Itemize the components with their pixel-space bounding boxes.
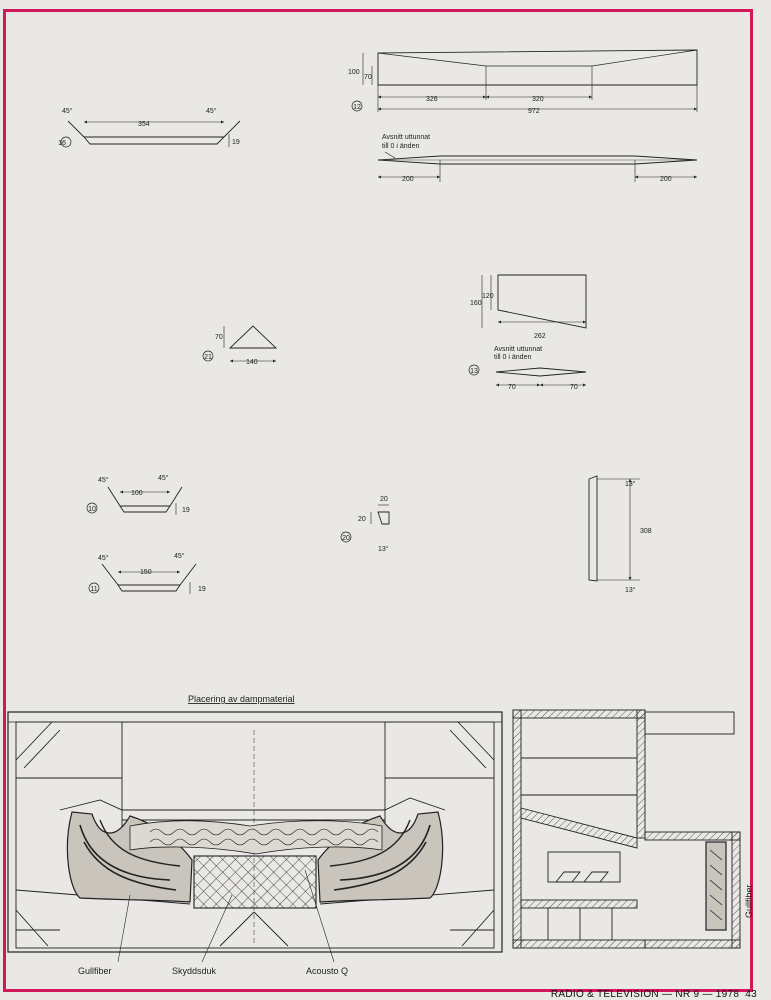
p13s-note-2: till 0 i änden (494, 354, 531, 361)
p12s-note-2: till 0 i änden (382, 143, 419, 150)
p12-total: 972 (528, 108, 540, 115)
part-10 (86, 486, 183, 515)
label-acousto: Acousto Q (306, 966, 348, 976)
p12s-left: 200 (402, 176, 414, 183)
p16-angle-left: 45° (62, 107, 73, 115)
p21-height: 70 (215, 334, 223, 341)
strip-308 (588, 475, 640, 582)
p11-length: 150 (140, 569, 152, 576)
p12-seg1: 326 (426, 96, 438, 103)
part-16 (60, 120, 241, 148)
footer-magazine: RADIO & TELEVISION — NR 9 — 1978 (550, 989, 740, 1000)
page-footer: RADIO & TELEVISION — NR 9 — 1978 43 (551, 989, 757, 1000)
p20-width: 20 (380, 496, 388, 503)
p11-angle-left: 45° (98, 554, 109, 562)
p10-angle-right: 45° (158, 474, 169, 482)
p20-height: 20 (358, 516, 366, 523)
part-13-section (495, 367, 587, 387)
p10-thickness: 19 (182, 507, 190, 514)
p11-thickness: 19 (198, 586, 206, 593)
part-12-section (377, 151, 698, 182)
p20-angle: 13° (378, 545, 389, 553)
p10-length: 100 (131, 490, 143, 497)
p16-number: 16 (58, 140, 66, 147)
side-section (512, 709, 741, 949)
p16-thickness: 19 (232, 139, 240, 146)
p21-width: 140 (246, 359, 258, 366)
p13-width: 262 (534, 333, 546, 340)
p12s-right: 200 (660, 176, 672, 183)
p21-number: 21 (204, 354, 212, 361)
p11-number: 11 (90, 586, 97, 593)
p10-angle-left: 45° (98, 476, 109, 484)
side-label-gullfiber: Gullfiber (744, 884, 754, 918)
page-frame (3, 9, 753, 992)
p10-number: 10 (88, 506, 96, 513)
strip-bottom-angle: 13° (625, 586, 636, 594)
part-21 (202, 325, 278, 363)
diagram-title: Placering av dampmaterial (188, 694, 295, 704)
p16-length: 354 (138, 121, 150, 128)
p12s-note-1: Avsnitt uttunnat (382, 134, 430, 141)
part-20 (340, 504, 390, 543)
p13s-right: 70 (570, 384, 578, 391)
label-gullfiber: Gullfiber (78, 966, 112, 976)
p12-h-inner: 70 (364, 74, 372, 81)
p20-number: 20 (342, 535, 350, 542)
p13s-left: 70 (508, 384, 516, 391)
p13-h-inner: 120 (482, 293, 494, 300)
part-13 (468, 274, 587, 376)
footer-page-number: 43 (745, 989, 757, 1000)
p13s-note-1: Avsnitt uttunnat (494, 346, 542, 353)
p13-h-total: 160 (470, 300, 482, 307)
p12-number: 12 (353, 104, 361, 111)
p16-angle-right: 45° (206, 107, 217, 115)
label-skyddsduk: Skyddsduk (172, 966, 217, 976)
strip-length: 308 (640, 528, 652, 535)
p12-h-total: 100 (348, 69, 360, 76)
damping-material (66, 811, 444, 963)
p12-seg2: 320 (532, 96, 544, 103)
p13-number: 13 (470, 368, 478, 375)
strip-top-angle: 13° (625, 480, 636, 488)
p11-angle-right: 45° (174, 552, 185, 560)
cabinet-section (7, 711, 503, 953)
part-11 (88, 563, 197, 594)
part-12 (351, 49, 698, 112)
